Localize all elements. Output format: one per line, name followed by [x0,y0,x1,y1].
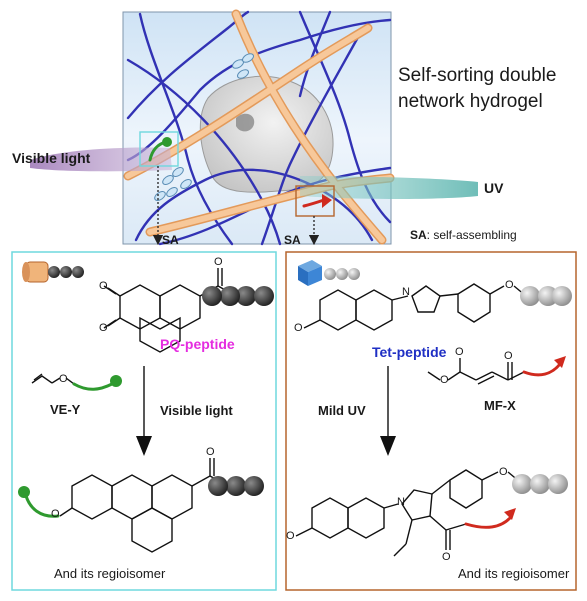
pq-peptide-chain [202,286,274,306]
left-reaction-arrow-head [136,436,152,456]
mf-x-red-tail [522,362,562,377]
pq-peptide-label: PQ-peptide [160,336,235,352]
left-product-chain [208,476,264,496]
pq-peptide-icon [22,261,84,283]
left-o-2: O [99,322,108,334]
left-sa-label: SA [162,233,179,247]
left-product-green-head [18,486,30,498]
left-product-o-2: O [51,508,60,520]
mf-o-2: O [455,346,464,358]
uv-label: UV [484,180,504,196]
sa-note-text: : self-assembling [426,228,517,242]
left-product-o-1: O [206,446,215,458]
ve-o: O [59,373,68,385]
right-o-1: O [294,322,303,334]
right-o-2: O [505,279,514,291]
mf-x-red-head [554,356,566,368]
right-condition-label: Mild UV [318,403,366,418]
right-sa-label: SA [284,233,301,247]
tet-peptide-label: Tet-peptide [372,344,447,360]
right-panel [285,251,577,591]
right-product-structure [295,469,521,557]
red-highlight-box [295,185,335,217]
right-product-chain [512,474,568,494]
uv-beam [300,176,478,199]
left-product-green-tail [24,494,60,518]
green-tag-head [162,137,172,147]
green-highlight-box [139,131,179,167]
sa-note-abbr: SA [410,228,427,242]
left-product-label: And its regioisomer [54,566,166,581]
right-product-n-1: N [397,496,405,508]
red-tag-head [322,194,332,208]
left-panel [11,251,277,591]
capsule-clusters [154,53,254,201]
visible-light-beam [30,147,172,172]
ve-y-green-head [110,375,122,387]
ve-y-green-tail [72,382,114,391]
right-product-label: And its regioisomer [458,566,570,581]
mf-x-label: MF-X [484,398,516,413]
title-line-2: network hydrogel [398,91,543,112]
title-line-1: Self-sorting double [398,65,557,86]
mf-x-structure [427,358,525,385]
tet-peptide-chain [520,286,572,306]
right-product-o-1: O [286,530,295,542]
tet-peptide-icon [298,260,360,286]
left-o-1: O [99,280,108,292]
tet-structure [303,283,527,331]
ve-y-structure [31,373,75,385]
mf-o-3: O [504,350,513,362]
right-reaction-arrow-head [380,436,396,456]
right-product-o-3: O [442,551,451,563]
right-panel-border [285,251,577,591]
mf-o-1: O [440,374,449,386]
right-product-red-tail [464,516,512,529]
hydrogel-illustration [30,9,478,246]
right-product-o-2: O [499,466,508,478]
right-product-red-head [504,508,516,520]
visible-light-label: Visible light [12,150,91,166]
left-condition-label: Visible light [160,403,233,418]
right-n-1: N [402,286,410,298]
core-shadow [236,113,255,132]
left-o-3: O [214,256,223,268]
sa-note: SA: self-assembling [410,228,517,242]
ve-y-label: VE-Y [50,402,81,417]
